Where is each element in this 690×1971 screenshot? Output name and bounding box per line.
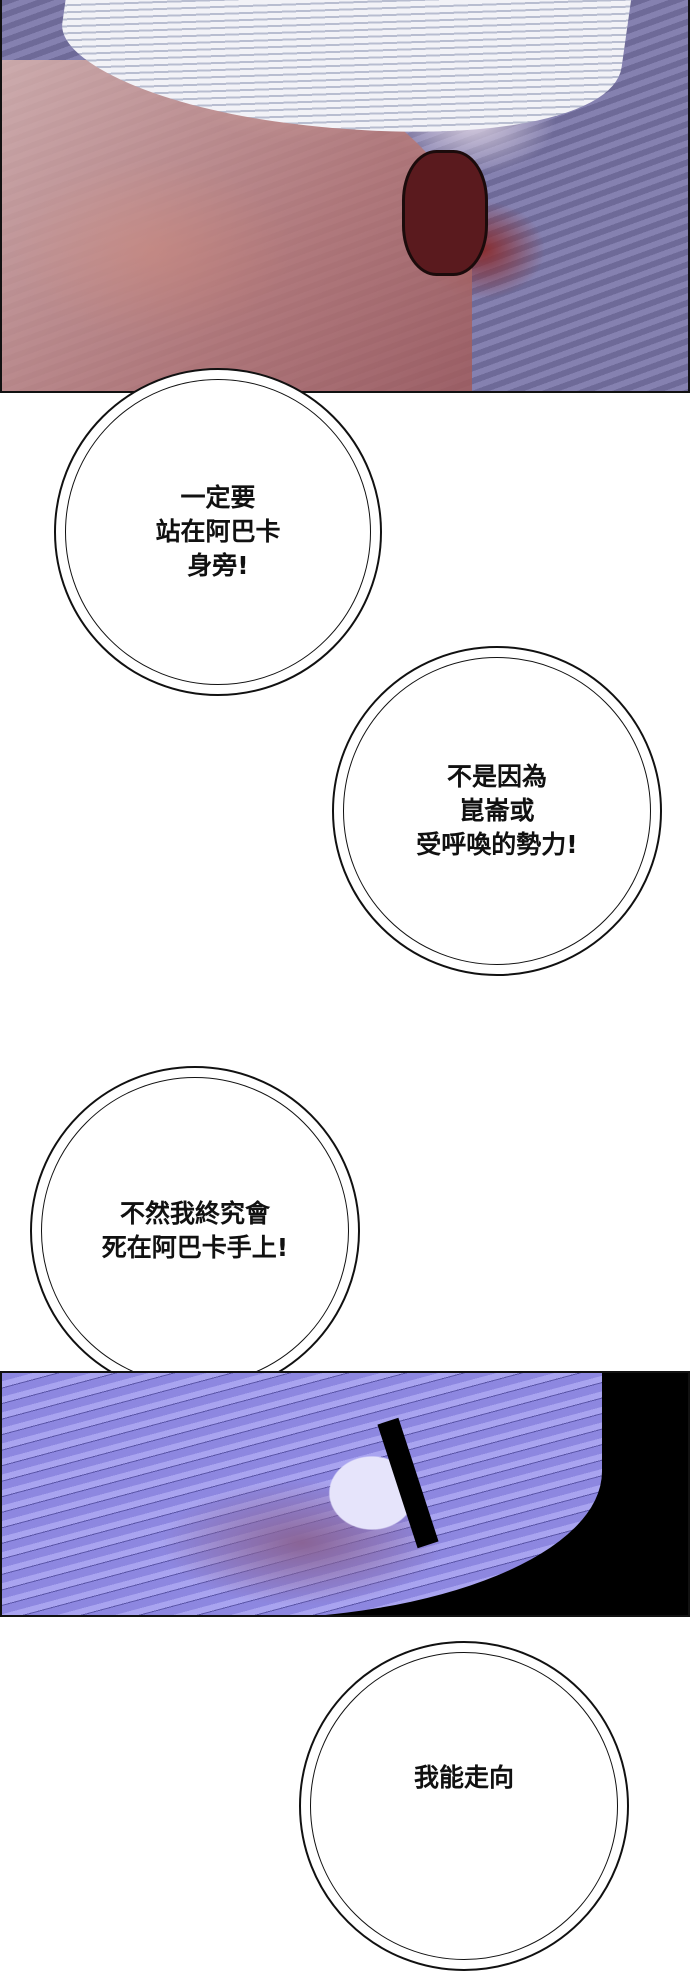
speech-line: 一定要 <box>180 483 256 512</box>
speech-bubble-4: 我能走向 <box>299 1641 629 1971</box>
speech-line: 我能走向 <box>413 1763 514 1792</box>
speech-line: 站在阿巴卡 <box>155 517 281 546</box>
speech-text: 我能走向 <box>414 1761 514 1795</box>
speech-line: 身旁! <box>187 551 249 580</box>
speech-text: 不是因為 崑崙或 受呼喚的勢力! <box>416 760 577 862</box>
panel-art-face <box>2 1373 602 1615</box>
speech-line: 不是因為 <box>446 762 547 791</box>
speech-line: 不然我終究會 <box>119 1199 270 1228</box>
speech-bubble-3: 不然我終究會 死在阿巴卡手上! <box>30 1066 360 1396</box>
speech-text: 不然我終究會 死在阿巴卡手上! <box>102 1197 288 1265</box>
speech-line: 崑崙或 <box>459 796 535 825</box>
comic-panel-screaming-man <box>0 0 690 393</box>
speech-line: 受呼喚的勢力! <box>416 830 578 859</box>
speech-bubble-1: 一定要 站在阿巴卡 身旁! <box>54 368 382 696</box>
speech-line: 死在阿巴卡手上! <box>101 1233 289 1262</box>
comic-panel-closeup-eye <box>0 1371 690 1617</box>
panel-art-mouth <box>402 150 488 276</box>
speech-bubble-2: 不是因為 崑崙或 受呼喚的勢力! <box>332 646 662 976</box>
speech-text: 一定要 站在阿巴卡 身旁! <box>155 481 280 583</box>
